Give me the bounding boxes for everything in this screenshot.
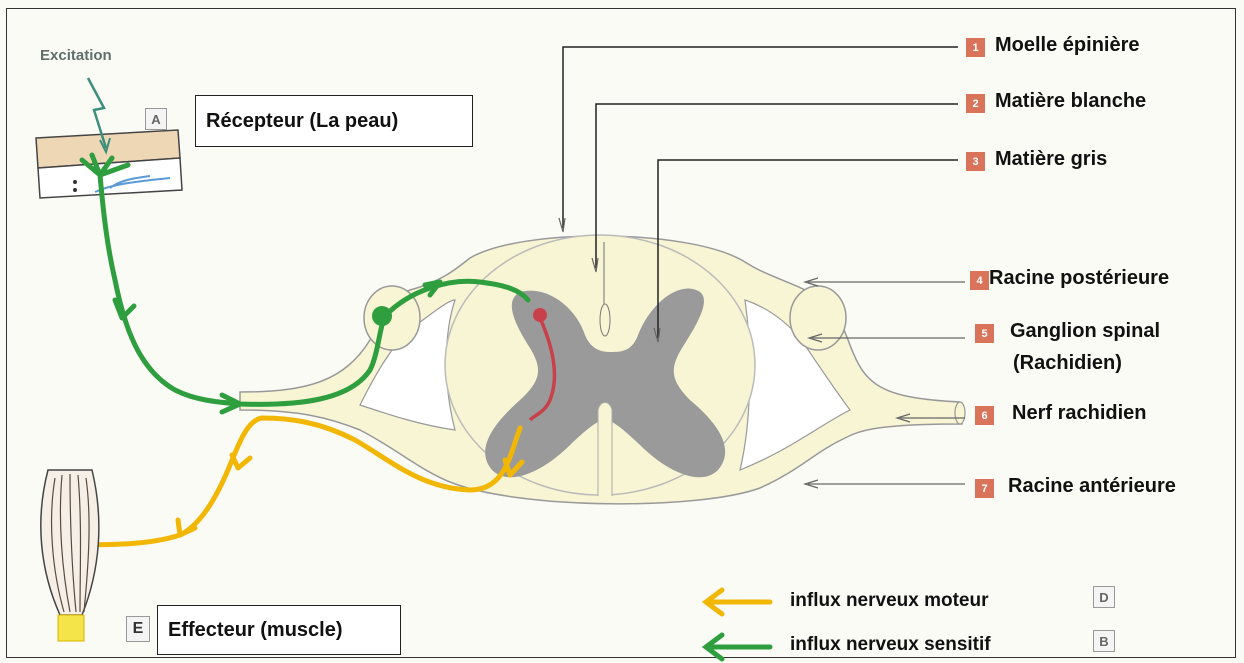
badge-5: 5 (975, 324, 994, 343)
badge-2: 2 (966, 94, 985, 113)
label-ganglion-spinal: Ganglion spinal (1010, 320, 1160, 343)
badge-6: 6 (975, 406, 994, 425)
tag-a: A (145, 108, 167, 130)
label-racine-posterieure: Racine postérieure (989, 267, 1169, 290)
excitation-label: Excitation (40, 47, 112, 64)
badge-1: 1 (966, 38, 985, 57)
tag-e: E (126, 616, 150, 642)
legend-sensory-arrow (706, 635, 770, 659)
legend-motor-label: influx nerveux moteur (790, 590, 989, 612)
legend-motor-tag: D (1093, 586, 1115, 608)
effecteur-label: Effecteur (muscle) (157, 605, 401, 655)
badge-7: 7 (975, 479, 994, 498)
legend-sensory-label: influx nerveux sensitif (790, 634, 991, 656)
badge-3: 3 (966, 152, 985, 171)
label-matiere-blanche: Matière blanche (995, 90, 1146, 113)
badge-4: 4 (970, 271, 989, 290)
recepteur-label: Récepteur (La peau) (195, 95, 473, 147)
label-matiere-gris: Matière gris (995, 148, 1107, 171)
label-racine-anterieure: Racine antérieure (1008, 475, 1176, 498)
muscle-effector (41, 470, 99, 641)
legend-sensory-tag: B (1093, 630, 1115, 652)
label-nerf-rachidien: Nerf rachidien (1012, 402, 1146, 425)
sensory-cell-body (372, 306, 392, 326)
label-moelle-epiniere: Moelle épinière (995, 34, 1140, 57)
legend-motor-arrow (706, 590, 770, 614)
label-rachidien: (Rachidien) (1013, 352, 1122, 375)
